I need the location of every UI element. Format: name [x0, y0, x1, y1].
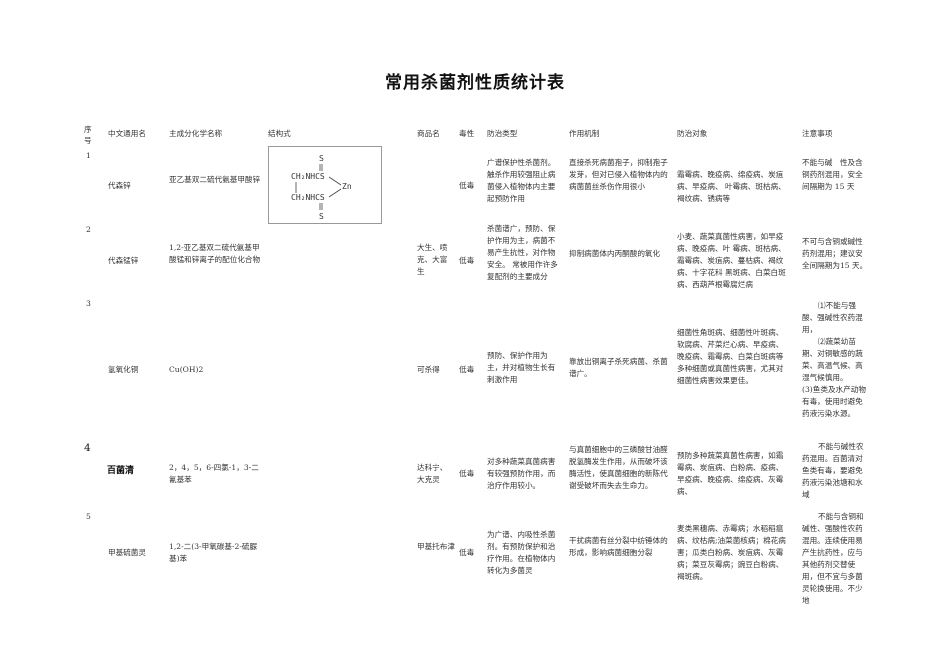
- row3-seq: 3: [86, 299, 91, 308]
- row4-seq: 4: [84, 442, 91, 454]
- header-cname: 中文通用名: [108, 129, 146, 138]
- header-target: 防治对象: [677, 129, 708, 138]
- row3-target: 细菌性角斑病、细菌性叶斑病、软腐病、芹菜烂心病、早疫病、晚疫病、霜霉病、白菜白斑…: [677, 328, 784, 385]
- struct-line2: CH₂NHCS: [291, 193, 325, 202]
- struct-line1: CH₂NHCS: [291, 172, 325, 181]
- page-title: 常用杀菌剂性质统计表: [385, 73, 565, 93]
- header-chem: 主成分化学名称: [169, 129, 223, 138]
- row2-seq: 2: [86, 225, 91, 234]
- row1-mechanism: 直接杀死病菌孢子，抑制孢子发芽，但对已侵入植物体内的病菌菌丝杀伤作用很小: [569, 158, 668, 191]
- row4-chem: 2，4，5，6-四氯-1，3-二氰基苯: [169, 463, 259, 484]
- header-type: 防治类型: [487, 129, 518, 138]
- header-mech: 作用机制: [569, 129, 600, 138]
- row2-mechanism: 抑制病菌体内丙酮酸的氧化: [569, 249, 661, 258]
- structure-diagram: S CH₂NHCS Zn CH₂NHCS S: [291, 154, 352, 221]
- row2-notes: 不可与含铜或碱性药剂混用；建议安全间隔期为15 天。: [802, 237, 868, 270]
- header-seq: 序号: [84, 125, 92, 145]
- row4-notes: 不能与碱性农药混用。百菌清对鱼类有毒，要避免药液污染池塘和水域: [802, 442, 864, 499]
- row3-note-3: (3)鱼类及水产动物有毒，使用时避免药液污染水源。: [802, 385, 866, 418]
- row1-toxicity: 低毒: [459, 181, 475, 190]
- struct-s-bottom: S: [319, 212, 324, 221]
- struct-s-top: S: [319, 154, 324, 163]
- row3-mechanism: 靠放出铜离子杀死病菌、杀菌谱广。: [569, 357, 668, 378]
- row5-mechanism: 干扰病菌有丝分裂中纺锤体的形成，影响病菌细胞分裂: [569, 536, 668, 557]
- row4-target: 预防多种蔬菜真菌性病害，如霜霉病、炭疽病、白粉病、疫病、早疫病、晚疫病、绵疫病、…: [677, 451, 784, 496]
- header-struct: 结构式: [268, 129, 291, 138]
- row5-toxicity: 低毒: [459, 548, 475, 557]
- row1-target: 霜霉病、晚疫病、绵疫病、炭疽病、早疫病、 叶霉病、斑枯病、褐纹病、锈病等: [677, 170, 786, 203]
- row3-trade: 可杀得: [417, 365, 440, 374]
- row2-type: 杀菌谱广，预防、保护作用为主，病菌不易产生抗性，对作物安全。 常被用作许多复配剂…: [487, 224, 558, 281]
- struct-bond: [328, 188, 342, 198]
- header-notes: 注意事项: [802, 129, 833, 138]
- row5-target: 麦类黑穗病、赤霉病；水稻稻瘟病、纹枯病;油菜菌核病；棉花病害；瓜类白粉病、炭疽病…: [677, 524, 786, 581]
- row4-trade: 达科宁、大克灵: [417, 463, 448, 484]
- row1-cname: 代森锌: [108, 181, 131, 190]
- row3-type: 预防、保护作用为主，并对植物生长有刺激作用: [487, 351, 556, 384]
- row2-chem: 1,2-亚乙基双二硫代氨基甲酸锰和锌离子的配位化合物: [169, 243, 261, 264]
- row1-chem: 亚乙基双二硫代氨基甲酸锌: [169, 175, 261, 184]
- row4-toxicity: 低毒: [459, 469, 475, 478]
- struct-bond: [328, 176, 342, 186]
- row4-type: 对多种蔬菜真菌病害有较强预防作用，而治疗作用较小。: [487, 457, 556, 490]
- row5-cname: 甲基硫菌灵: [108, 548, 146, 557]
- row5-type: 为广谱、内吸性杀菌剂。有预防保护和治疗作用。在植物体内转化为多菌灵: [487, 530, 556, 575]
- struct-zn: Zn: [342, 182, 352, 191]
- row5-trade: 甲基托布津: [417, 542, 455, 551]
- row1-structure: S CH₂NHCS Zn CH₂NHCS S: [268, 146, 382, 224]
- row2-toxicity: 低毒: [459, 256, 475, 265]
- row3-cname: 氢氧化铜: [108, 365, 139, 374]
- row3-chem: Cu(OH)2: [169, 365, 204, 374]
- row2-cname: 代森锰锌: [108, 256, 139, 265]
- row1-notes: 不能与碱 性及含铜药剂混用，安全间隔期为 15 天: [802, 158, 863, 191]
- row1-type: 广谱保护性杀菌剂。触杀作用较强阻止病菌侵入植物体内主要起预防作用: [487, 158, 556, 203]
- row4-cname: 百菌清: [107, 466, 135, 476]
- row5-notes: 不能与含铜和碱性、强酸性农药混用。连续使用易产生抗药性，应与其他药剂交替使用，但…: [802, 512, 864, 605]
- row5-chem: 1,2-二(3-甲氧碳基-2-硫脲基)苯: [169, 542, 258, 563]
- row1-seq: 1: [86, 151, 91, 160]
- header-tox: 毒性: [459, 129, 475, 138]
- row3-notes: ⑴不能与强酸、强碱性农药混用， ⑵蔬菜幼苗期、对铜敏感的蔬菜、高温气候、高湿气候…: [802, 300, 868, 420]
- row4-mechanism: 与真菌细胞中的三磷酸甘油醛脱氢酶发生作用，从而破坏该酶活性，使真菌细胞的新陈代谢…: [569, 445, 668, 490]
- row3-note-2: ⑵蔬菜幼苗期、对铜敏感的蔬菜、高温气候、高湿气候慎用。: [802, 337, 863, 382]
- row3-note-1: ⑴不能与强酸、强碱性农药混用，: [802, 301, 863, 334]
- header-trade: 商品名: [417, 129, 440, 138]
- row5-seq: 5: [86, 512, 91, 521]
- row2-trade: 大生、喷克、大富生: [417, 243, 448, 276]
- row3-toxicity: 低毒: [459, 365, 475, 374]
- row2-target: 小麦、蔬菜真菌性病害，如早疫病、晚疫病、叶 霉病、斑枯病、霜霉病、炭疽病、蔓枯病…: [677, 232, 786, 289]
